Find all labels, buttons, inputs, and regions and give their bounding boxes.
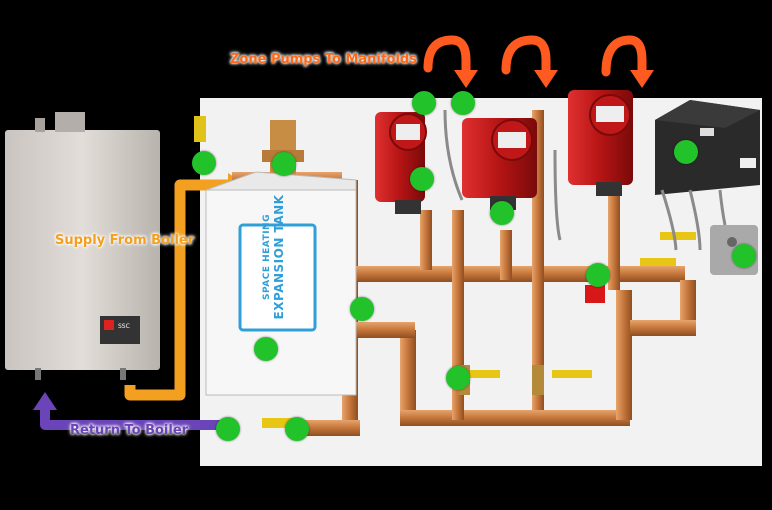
hotspot-zone-valve[interactable] <box>446 366 470 390</box>
hotspot-control-box[interactable] <box>674 140 698 164</box>
hotspot-supply-valve[interactable] <box>192 151 216 175</box>
circulator-pump-2 <box>462 118 537 210</box>
zone-control-box <box>655 100 760 195</box>
expansion-tank-label: SPACE HEATING EXPANSION TANK <box>262 192 286 322</box>
supply-label: Supply From Boiler <box>55 233 195 248</box>
circulator-pump-1 <box>375 112 427 214</box>
flex-conduits <box>660 189 727 251</box>
hotspot-return-pipe[interactable] <box>285 417 309 441</box>
pump-conduits <box>443 109 562 241</box>
hotspot-expansion-tank[interactable] <box>254 337 278 361</box>
hotspot-outlet[interactable] <box>732 244 756 268</box>
hotspot-supply-pipe[interactable] <box>350 297 374 321</box>
boiler-badge: SSC <box>118 323 130 330</box>
return-arrow <box>40 410 225 430</box>
hotspot-air-separator[interactable] <box>272 152 296 176</box>
circulator-pump-3 <box>568 90 633 196</box>
hotspot-flow-valve[interactable] <box>586 263 610 287</box>
hotspot-pump2-wire[interactable] <box>451 91 475 115</box>
return-arrow-head <box>33 392 57 410</box>
boiler: SSC <box>5 112 160 380</box>
expansion-tank <box>205 171 357 396</box>
zone-pumps-label: Zone Pumps To Manifolds <box>230 52 417 67</box>
return-label: Return To Boiler <box>70 423 189 438</box>
hotspot-pump2[interactable] <box>490 201 514 225</box>
hotspot-return-valve[interactable] <box>216 417 240 441</box>
tank-label-line2: EXPANSION TANK <box>272 194 286 320</box>
tank-label-line1: SPACE HEATING <box>262 214 272 300</box>
supply-arrow <box>124 179 230 401</box>
hotspot-pump1-top[interactable] <box>412 91 436 115</box>
hotspot-pump1[interactable] <box>410 167 434 191</box>
zone-pump-arrows <box>423 35 654 88</box>
